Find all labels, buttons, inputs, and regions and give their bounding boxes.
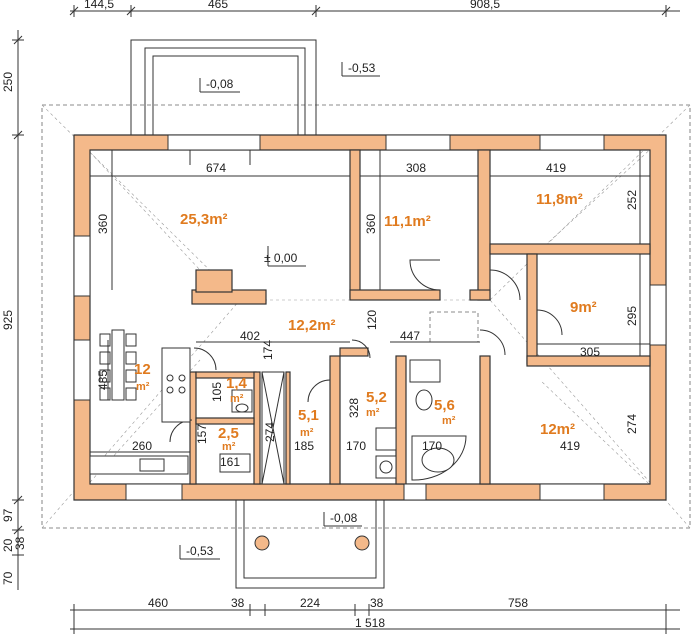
- room-area-room9: 9m²: [570, 299, 597, 316]
- room-area-pantry-number: 2,5: [218, 425, 239, 442]
- dim-144-5: 144,5: [84, 0, 114, 11]
- dim-305: 305: [580, 345, 600, 359]
- dim-170-b: 170: [422, 439, 442, 453]
- dim-250: 250: [1, 72, 15, 92]
- dim-674: 674: [206, 161, 226, 175]
- entrance-terrace: -0,08: [235, 499, 385, 589]
- dim-295: 295: [625, 306, 639, 326]
- room-area-bedroom2: 11,8m²: [536, 191, 583, 208]
- dim-38: 38: [13, 536, 27, 550]
- dim-170-a: 170: [346, 439, 366, 453]
- room-area-utility-number: 5,2: [366, 389, 387, 406]
- dim-38-a: 38: [231, 596, 245, 610]
- dim-308: 308: [406, 161, 426, 175]
- level-floor: ± 0,00: [264, 251, 298, 265]
- dim-419-bottom: 419: [560, 439, 580, 453]
- room-labels: 25,3m² 11,1m² 11,8m² 9m² 12,2m² 12 m² 1,…: [134, 191, 597, 453]
- room-area-hall: 12,2m²: [288, 317, 336, 334]
- dim-260: 260: [132, 439, 152, 453]
- dim-908-5: 908,5: [470, 0, 500, 11]
- dim-465: 465: [208, 0, 228, 11]
- room-area-wc-unit: m²: [230, 393, 244, 405]
- dim-274-right: 274: [625, 414, 639, 434]
- room-area-kitchen-unit: m²: [136, 381, 150, 393]
- room-area-closet-unit: m²: [300, 427, 314, 439]
- left-dimension-chain: 250 925 97 20 38 70: [1, 30, 27, 590]
- dim-447: 447: [400, 329, 420, 343]
- dim-360-mid: 360: [364, 214, 378, 234]
- dim-485: 485: [96, 370, 110, 390]
- dim-161: 161: [220, 455, 240, 469]
- dim-105: 105: [210, 382, 224, 402]
- upper-terrace: -0,08: [130, 39, 317, 136]
- level-upper-terrace: -0,08: [206, 77, 234, 91]
- dim-252: 252: [625, 190, 639, 210]
- level-lower-terrain: -0,53: [186, 544, 214, 558]
- dim-174: 174: [261, 340, 275, 360]
- dim-total-1518: 1 518: [355, 616, 385, 630]
- room-area-kitchen-number: 12: [134, 361, 151, 378]
- windows: [73, 134, 667, 501]
- bottom-dimension-chain: 460 38 224 38 758 1 518: [70, 596, 680, 634]
- dim-328: 328: [347, 398, 361, 418]
- interior-walls: [189, 149, 651, 485]
- dim-360-left: 360: [96, 214, 110, 234]
- level-lower-terrace: -0,08: [330, 511, 358, 525]
- dim-460: 460: [148, 596, 168, 610]
- dim-274-mid: 274: [263, 422, 277, 442]
- room-area-bath-unit: m²: [442, 415, 456, 427]
- dim-70: 70: [1, 571, 15, 585]
- dim-419-top: 419: [546, 161, 566, 175]
- room-area-living: 25,3m²: [180, 211, 228, 228]
- room-area-pantry-unit: m²: [222, 441, 236, 453]
- fixtures: [89, 329, 467, 485]
- dim-20: 20: [1, 538, 15, 552]
- dim-758: 758: [508, 596, 528, 610]
- level-upper-terrain: -0,53: [348, 61, 376, 75]
- dim-185: 185: [294, 439, 314, 453]
- dim-925: 925: [1, 310, 15, 330]
- room-area-bath-number: 5,6: [434, 397, 455, 414]
- dim-224: 224: [300, 596, 320, 610]
- dim-157: 157: [195, 424, 209, 444]
- interior-dimensions: 674 308 419 360 360 252 295 305 402 120 …: [90, 150, 650, 469]
- top-dimension-chain: 144,5 465 908,5: [69, 0, 680, 17]
- dim-38-b: 38: [370, 596, 384, 610]
- room-area-utility-unit: m²: [366, 407, 380, 419]
- dim-402: 402: [240, 329, 260, 343]
- dim-120: 120: [365, 310, 379, 330]
- room-area-wc-number: 1,4: [226, 375, 248, 392]
- doors: [169, 150, 563, 443]
- room-area-bedroom1: 11,1m²: [384, 213, 431, 230]
- dim-97: 97: [1, 508, 15, 522]
- room-area-closet-number: 5,1: [298, 407, 319, 424]
- room-area-bedroom3: 12m²: [540, 421, 575, 438]
